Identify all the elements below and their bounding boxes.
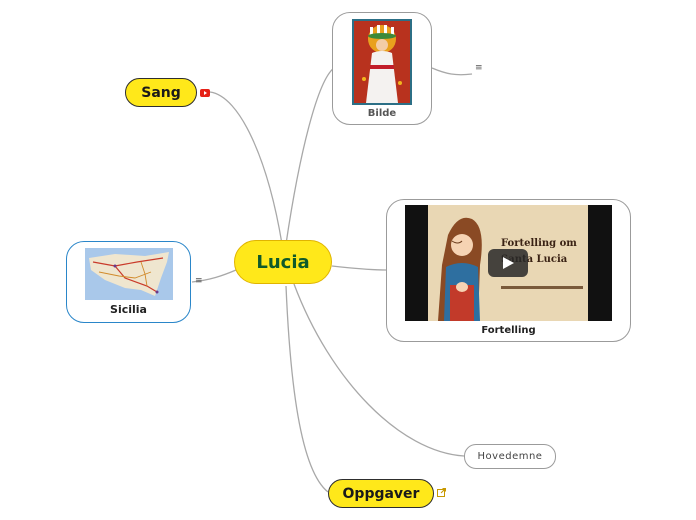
topic-bilde[interactable]: Bilde (332, 12, 432, 125)
video-frame-art (428, 205, 588, 321)
topic-fortelling[interactable]: Fortelling om Santa Lucia Fortelling (386, 199, 631, 342)
connector-oppgaver (285, 285, 329, 493)
topic-sicilia-label: Sicilia (110, 303, 147, 316)
sicilia-map (85, 248, 173, 300)
connector-sang (209, 91, 283, 245)
topic-hovedemne[interactable]: Hovedemne (464, 444, 556, 469)
lucia-illustration (352, 19, 412, 105)
central-topic[interactable]: Lucia (234, 240, 332, 284)
note-icon[interactable]: ≡ (195, 276, 203, 286)
connector-hovedemne (293, 283, 465, 457)
video-title-line2: Santa Lucia (501, 254, 568, 265)
video-subtitle-bar (501, 286, 583, 289)
topic-fortelling-label: Fortelling (481, 325, 536, 336)
youtube-icon[interactable] (200, 89, 210, 97)
video-title-line1: Fortelling om (501, 238, 577, 249)
topic-sang[interactable]: Sang (125, 78, 197, 107)
connector-fortelling (331, 265, 387, 271)
play-icon (503, 257, 514, 269)
connector-bilde-note (431, 67, 473, 76)
topic-oppgaver-label: Oppgaver (342, 485, 420, 502)
central-topic-label: Lucia (256, 251, 310, 273)
note-icon[interactable]: ≡ (475, 63, 483, 73)
external-link-icon[interactable] (437, 488, 446, 497)
connector-sicilia (191, 269, 237, 283)
video-thumbnail[interactable]: Fortelling om Santa Lucia (405, 205, 612, 321)
topic-sicilia[interactable]: Sicilia (66, 241, 191, 323)
play-button[interactable] (488, 249, 528, 277)
connector-bilde (285, 67, 335, 245)
topic-sang-label: Sang (141, 84, 181, 101)
topic-bilde-label: Bilde (367, 108, 397, 119)
topic-hovedemne-label: Hovedemne (477, 451, 543, 462)
topic-oppgaver[interactable]: Oppgaver (328, 479, 434, 508)
